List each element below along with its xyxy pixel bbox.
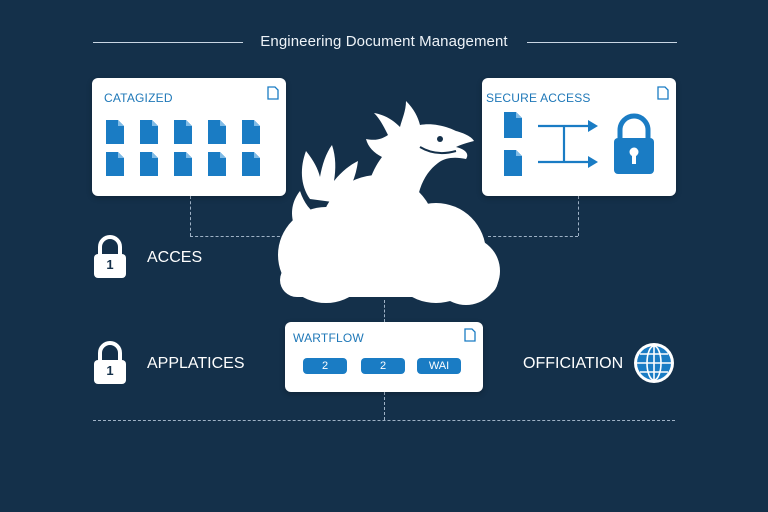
appliances-label: APPLATICES: [147, 355, 245, 372]
workflow-step-1[interactable]: 2: [303, 358, 347, 374]
secure-flow-graphic: [504, 112, 654, 176]
document-icon: [504, 112, 522, 138]
lock-icon: [614, 113, 654, 174]
connector-right-across: [488, 236, 578, 237]
connector-workflow-down: [384, 392, 385, 420]
access-lock-number: 1: [106, 257, 114, 272]
secure-access-label: SECURE ACCESS: [486, 91, 591, 105]
arrow-icon: [538, 120, 598, 168]
title-rule-left: [93, 42, 243, 43]
connector-center-down: [384, 300, 385, 322]
document-icon: [267, 86, 279, 100]
appliances-lock-number: 1: [106, 363, 114, 378]
workflow-step-3[interactable]: WAI: [417, 358, 461, 374]
secure-access-card[interactable]: SECURE ACCESS: [482, 78, 676, 196]
workflow-card[interactable]: WARTFLOW 2 2 WAI: [285, 322, 483, 392]
bottom-dashed-line: [93, 420, 675, 421]
categorized-card[interactable]: CATAGIZED: [92, 78, 286, 196]
workflow-step-2[interactable]: 2: [361, 358, 405, 374]
connector-left-down: [190, 196, 191, 236]
document-grid-icons: [106, 120, 260, 176]
page-title: Engineering Document Management: [260, 33, 508, 50]
lock-icon: [94, 341, 126, 384]
document-icon: [464, 328, 476, 342]
access-label: ACCES: [147, 249, 203, 266]
workflow-label: WARTFLOW: [293, 331, 364, 345]
categorized-label: CATAGIZED: [104, 91, 173, 105]
connector-left-across: [190, 236, 285, 237]
globe-icon: [634, 343, 674, 383]
document-icon: [657, 86, 669, 100]
title-rule-right: [527, 42, 677, 43]
connector-right-down: [578, 196, 579, 236]
document-icon: [504, 150, 522, 176]
dragon-cloud-icon: [278, 101, 500, 305]
lock-icon: [94, 235, 126, 278]
officiation-label: OFFICIATION: [523, 355, 624, 372]
